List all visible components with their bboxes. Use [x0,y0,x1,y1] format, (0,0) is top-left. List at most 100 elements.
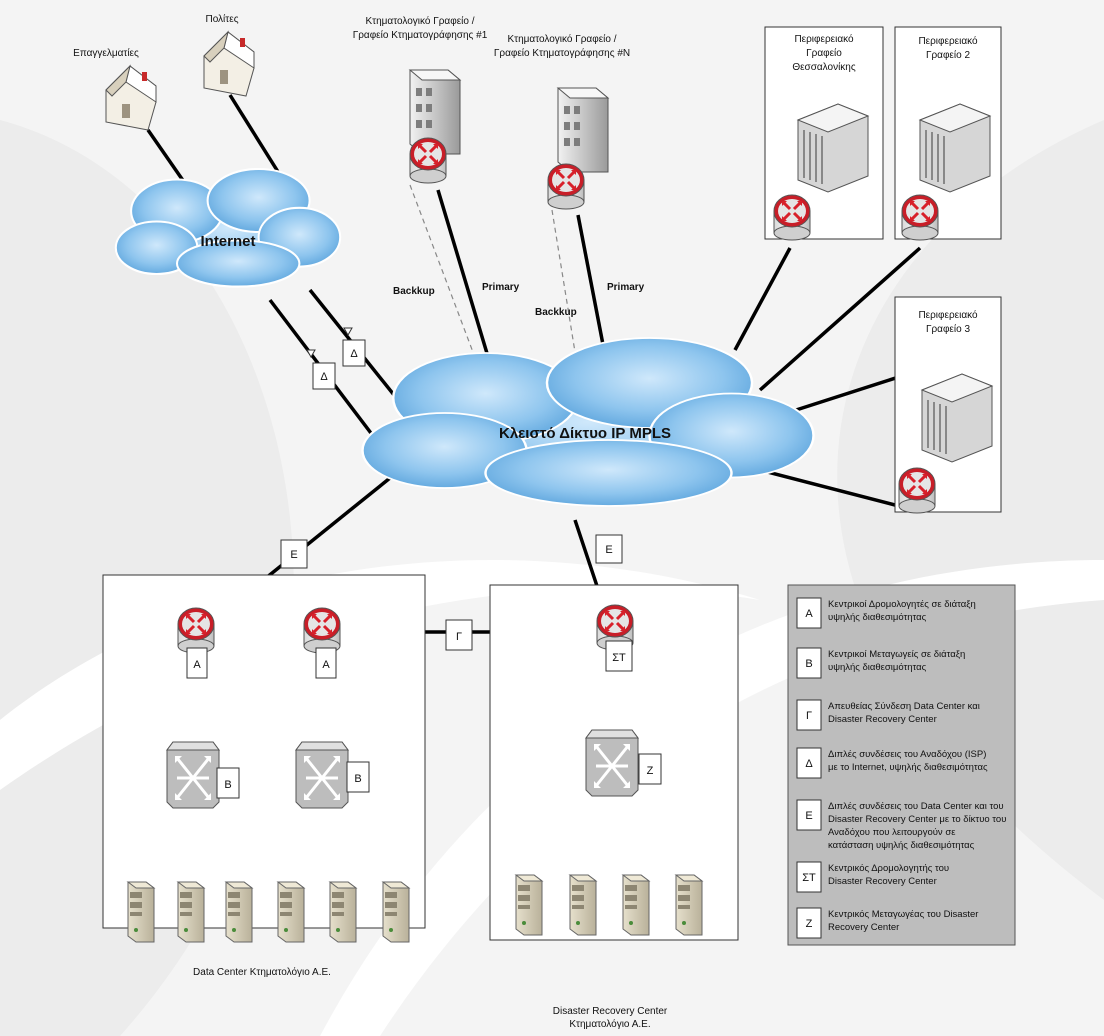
server-icon [622,874,650,936]
server-icon [569,874,597,936]
tag-a-1: Α [186,647,208,679]
legend-item: Γ Απευθείας Σύνδεση Data Center καιDisast… [796,699,980,731]
svg-text:Α: Α [322,659,330,671]
reg3-router-icon [897,466,937,515]
legend-key-box [796,907,822,939]
legend-text: Αναδόχου που λειτουργούν σε [828,827,956,838]
internet-label: Internet [200,233,255,250]
dc-router-a2-icon [302,606,342,655]
legend-key-box [796,647,822,679]
legend-key: Γ [806,710,812,722]
delta-tag-1: Δ [342,339,366,367]
legend-text: Disaster Recovery Center με το δίκτυο το… [828,814,1006,825]
link-citizens-internet [228,94,282,176]
officeN-building-icon [557,87,609,173]
reg2-title-1: Περιφερειακό [918,35,978,47]
server-icon [225,881,253,943]
legend-item: Ε Διπλές συνδέσεις του Data Center και το… [796,799,1006,851]
link-mpls-reg3-router [759,468,896,507]
dc-switch-b2-icon [294,740,350,810]
regional-office-3: Περιφερειακό Γραφείο 3 [894,296,1002,515]
legend-key-box [796,699,822,731]
legend-key: Α [805,608,813,620]
reg3-building-icon [921,373,993,463]
tag-a-2: Α [315,647,337,679]
gamma-tag: Γ [445,619,473,651]
legend-text: Κεντρικοί Μεταγωγείς σε διάταξη [828,649,965,660]
primary-label-1: Primary [482,282,520,293]
svg-text:Ε: Ε [605,544,612,556]
dc-router-a1-icon [176,606,216,655]
legend-key-box [796,861,822,893]
legend-text: Disaster Recovery Center [828,714,937,725]
backup-label-2: Backkup [535,307,577,318]
svg-text:Β: Β [224,779,231,791]
citizens-label: Πολίτες [205,13,238,25]
reg3-title-1: Περιφερειακό [918,309,978,321]
tag-b-1: Β [216,767,240,799]
dc-switch-b1-icon [165,740,221,810]
legend-key: Ε [805,810,812,822]
tag-z: Ζ [638,753,662,785]
reg3-title-2: Γραφείο 3 [926,323,970,335]
svg-text:ΣΤ: ΣΤ [612,652,626,664]
professionals-label: Επαγγελματίες [73,47,139,59]
reg-thess-title-1: Περιφερειακό [794,33,854,45]
svg-text:Δ: Δ [320,371,328,383]
server-icon [127,881,155,943]
officeN-title-line1: Κτηματολογικό Γραφείο / [507,33,616,45]
delta-tag-2: Δ [312,362,336,390]
primary-label-2: Primary [607,282,645,293]
delta-arrow-icons [306,327,353,359]
svg-text:Α: Α [193,659,201,671]
legend-text: Κεντρικός Μεταγωγέας του Disaster [828,909,978,920]
drc-caption-line1: Disaster Recovery Center [553,1006,668,1017]
legend-key-box [796,747,822,779]
legend-text: υψηλής διαθεσιμότητας [828,612,927,623]
office1-title-line2: Γραφείο Κτηματογράφησης #1 [353,29,488,41]
reg-thess-building-icon [797,103,869,193]
drc-caption-line2: Κτηματολόγιο Α.Ε. [569,1018,650,1030]
regional-office-2: Περιφερειακό Γραφείο 2 [894,26,1002,242]
link-mpls-reg2 [758,246,922,392]
reg2-title-2: Γραφείο 2 [926,49,970,61]
server-icon [675,874,703,936]
reg-thess-title-3: Θεσσαλονίκης [792,61,856,73]
professionals-house-icon [105,65,157,131]
epsilon-tag-1: Ε [280,539,308,569]
officeN-title-line2: Γραφείο Κτηματογράφησης #N [494,47,630,59]
tag-st: ΣΤ [605,640,633,672]
legend-text: Κεντρικός Δρομολογητής του [828,863,949,874]
legend-text: Διπλές συνδέσεις του Αναδόχου (ISP) [828,749,986,760]
legend-text: κατάσταση υψηλής διαθεσιμότητας [828,840,975,851]
legend-text: Διπλές συνδέσεις του Data Center και του [828,801,1004,812]
officeN-router-icon [546,162,586,211]
office1-title-line1: Κτηματολογικό Γραφείο / [365,15,474,27]
data-center-box [102,574,426,929]
internet-cloud [114,167,342,288]
mpls-label: Κλειστό Δίκτυο IP MPLS [499,425,671,442]
link-primary-2 [576,214,607,356]
legend-text: Απευθείας Σύνδεση Data Center και [828,701,980,712]
server-icon [382,881,410,943]
svg-text:Ζ: Ζ [647,765,654,777]
mpls-cloud [361,336,815,508]
citizens-house-icon [203,31,255,97]
server-icon [329,881,357,943]
server-icon [515,874,543,936]
regional-office-thessaloniki: Περιφερειακό Γραφείο Θεσσαλονίκης [764,26,884,242]
legend-key: Δ [805,758,813,770]
link-mpls-thessaloniki [733,247,792,351]
server-icon [277,881,305,943]
legend-text: υψηλής διαθεσιμότητας [828,662,927,673]
server-icon [177,881,205,943]
svg-text:Ε: Ε [290,549,297,561]
legend-key: ΣΤ [802,872,816,884]
